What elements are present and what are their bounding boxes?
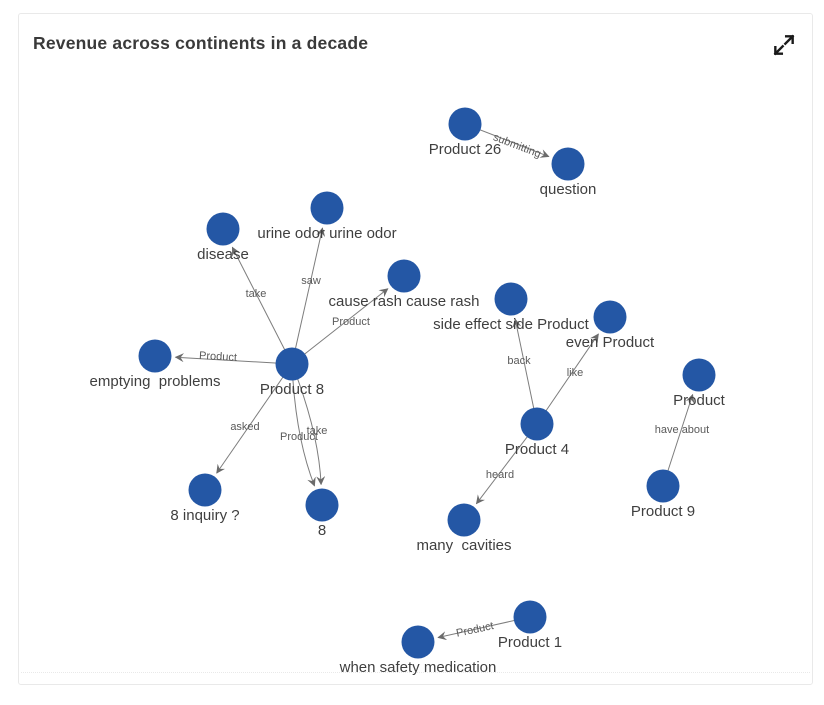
chart-title: Revenue across continents in a decade <box>33 33 369 53</box>
graph-edge[interactable] <box>216 363 293 474</box>
graph-node[interactable] <box>206 212 240 246</box>
graph-node[interactable] <box>387 259 421 293</box>
graph-node[interactable] <box>275 347 309 381</box>
graph-node[interactable] <box>448 107 482 141</box>
graph-node[interactable] <box>494 282 528 316</box>
expand-diagonal-arrows-icon <box>773 34 795 56</box>
graph-node[interactable] <box>310 191 344 225</box>
expand-button[interactable] <box>771 31 799 59</box>
graph-node[interactable] <box>513 600 547 634</box>
graph-node[interactable] <box>188 473 222 507</box>
graph-edge[interactable] <box>291 227 326 365</box>
graph-node[interactable] <box>305 488 339 522</box>
graph-node[interactable] <box>138 339 172 373</box>
graph-node[interactable] <box>551 147 585 181</box>
graph-node[interactable] <box>593 300 627 334</box>
graph-node[interactable] <box>447 503 481 537</box>
graph-node[interactable] <box>646 469 680 503</box>
chart-card: Revenue across continents in a decade <box>18 13 813 685</box>
graph-node[interactable] <box>520 407 554 441</box>
graph-node[interactable] <box>682 358 716 392</box>
graph-edge[interactable] <box>231 246 293 365</box>
graph-node[interactable] <box>401 625 435 659</box>
nodes-layer <box>138 107 716 659</box>
dotted-divider <box>21 672 810 673</box>
